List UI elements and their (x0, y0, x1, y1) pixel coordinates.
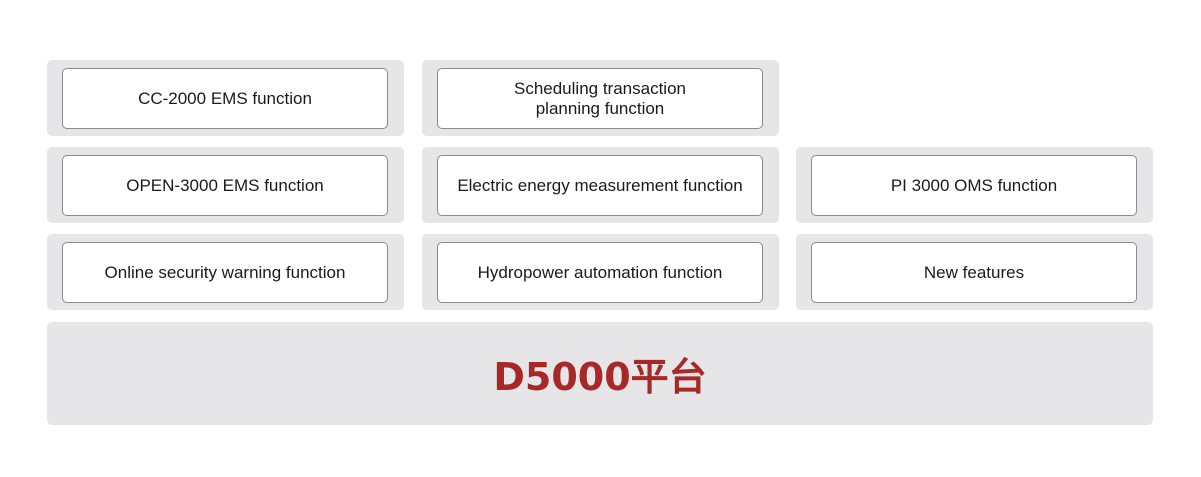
platform-label: D5000平台 (493, 355, 707, 399)
module-cell-open3000-ems: OPEN-3000 EMS function (47, 147, 404, 223)
module-box-cc2000-ems: CC-2000 EMS function (62, 68, 388, 129)
module-box-new-features: New features (811, 242, 1137, 303)
module-cell-cc2000-ems: CC-2000 EMS function (47, 60, 404, 136)
module-cell-scheduling-transaction: Scheduling transaction planning function (422, 60, 779, 136)
module-box-online-security-warning: Online security warning function (62, 242, 388, 303)
module-box-open3000-ems: OPEN-3000 EMS function (62, 155, 388, 216)
platform-base: D5000平台 (47, 322, 1153, 425)
module-cell-electric-energy-measurement: Electric energy measurement function (422, 147, 779, 223)
module-box-pi3000-oms: PI 3000 OMS function (811, 155, 1137, 216)
module-cell-online-security-warning: Online security warning function (47, 234, 404, 310)
module-cell-new-features: New features (796, 234, 1153, 310)
module-cell-hydropower-automation: Hydropower automation function (422, 234, 779, 310)
module-box-hydropower-automation: Hydropower automation function (437, 242, 763, 303)
module-box-electric-energy-measurement: Electric energy measurement function (437, 155, 763, 216)
module-cell-pi3000-oms: PI 3000 OMS function (796, 147, 1153, 223)
module-box-scheduling-transaction: Scheduling transaction planning function (437, 68, 763, 129)
